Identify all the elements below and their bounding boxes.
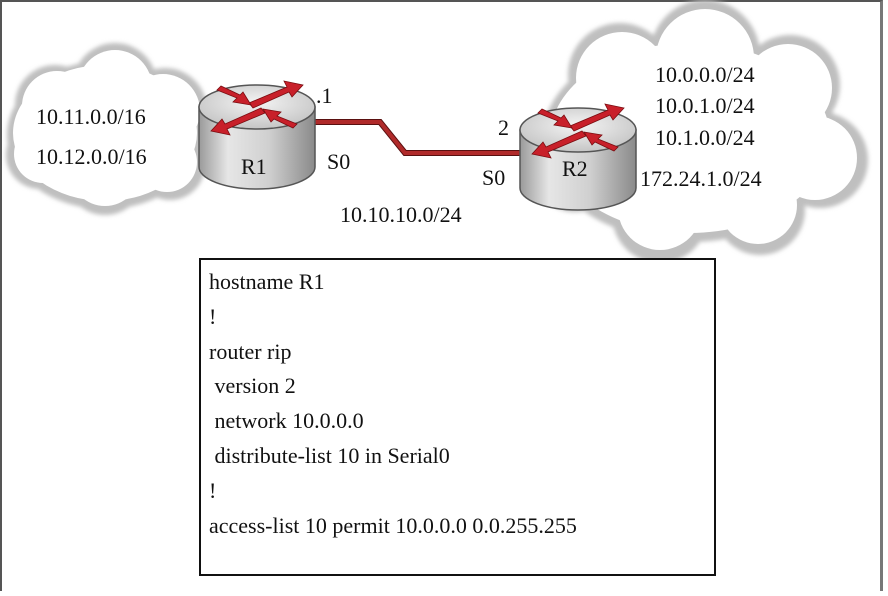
r1-name-label: R1 bbox=[241, 154, 267, 179]
link-subnet-label: 10.10.10.0/24 bbox=[340, 202, 462, 227]
serial-link bbox=[300, 119, 540, 156]
router-config-box: hostname R1 ! router rip version 2 netwo… bbox=[199, 258, 716, 576]
r2-name-label: R2 bbox=[562, 156, 588, 181]
r2-interface-label: S0 bbox=[482, 165, 505, 190]
left-network-2: 10.12.0.0/16 bbox=[36, 144, 147, 169]
r2-ip-suffix: 2 bbox=[498, 115, 509, 140]
config-line: access-list 10 permit 10.0.0.0 0.0.255.2… bbox=[209, 512, 577, 538]
config-line: ! bbox=[209, 477, 217, 503]
config-line: version 2 bbox=[209, 373, 296, 399]
right-network-3: 10.1.0.0/24 bbox=[655, 125, 755, 150]
config-line: ! bbox=[209, 303, 217, 329]
router-arrows-icon bbox=[210, 80, 304, 136]
router-arrows-icon bbox=[531, 103, 625, 159]
right-network-4: 172.24.1.0/24 bbox=[640, 166, 762, 191]
router-r1 bbox=[198, 80, 316, 190]
config-line: hostname R1 bbox=[209, 269, 325, 294]
r1-ip-suffix: .1 bbox=[316, 83, 333, 108]
right-network-2: 10.0.1.0/24 bbox=[655, 93, 755, 118]
r1-interface-label: S0 bbox=[327, 149, 350, 174]
config-line: distribute-list 10 in Serial0 bbox=[209, 442, 450, 468]
right-network-1: 10.0.0.0/24 bbox=[655, 62, 755, 87]
left-cloud bbox=[6, 43, 207, 215]
config-line: network 10.0.0.0 bbox=[209, 408, 364, 434]
config-line: router rip bbox=[209, 338, 292, 364]
router-r2 bbox=[519, 103, 637, 211]
left-network-1: 10.11.0.0/16 bbox=[36, 104, 146, 129]
